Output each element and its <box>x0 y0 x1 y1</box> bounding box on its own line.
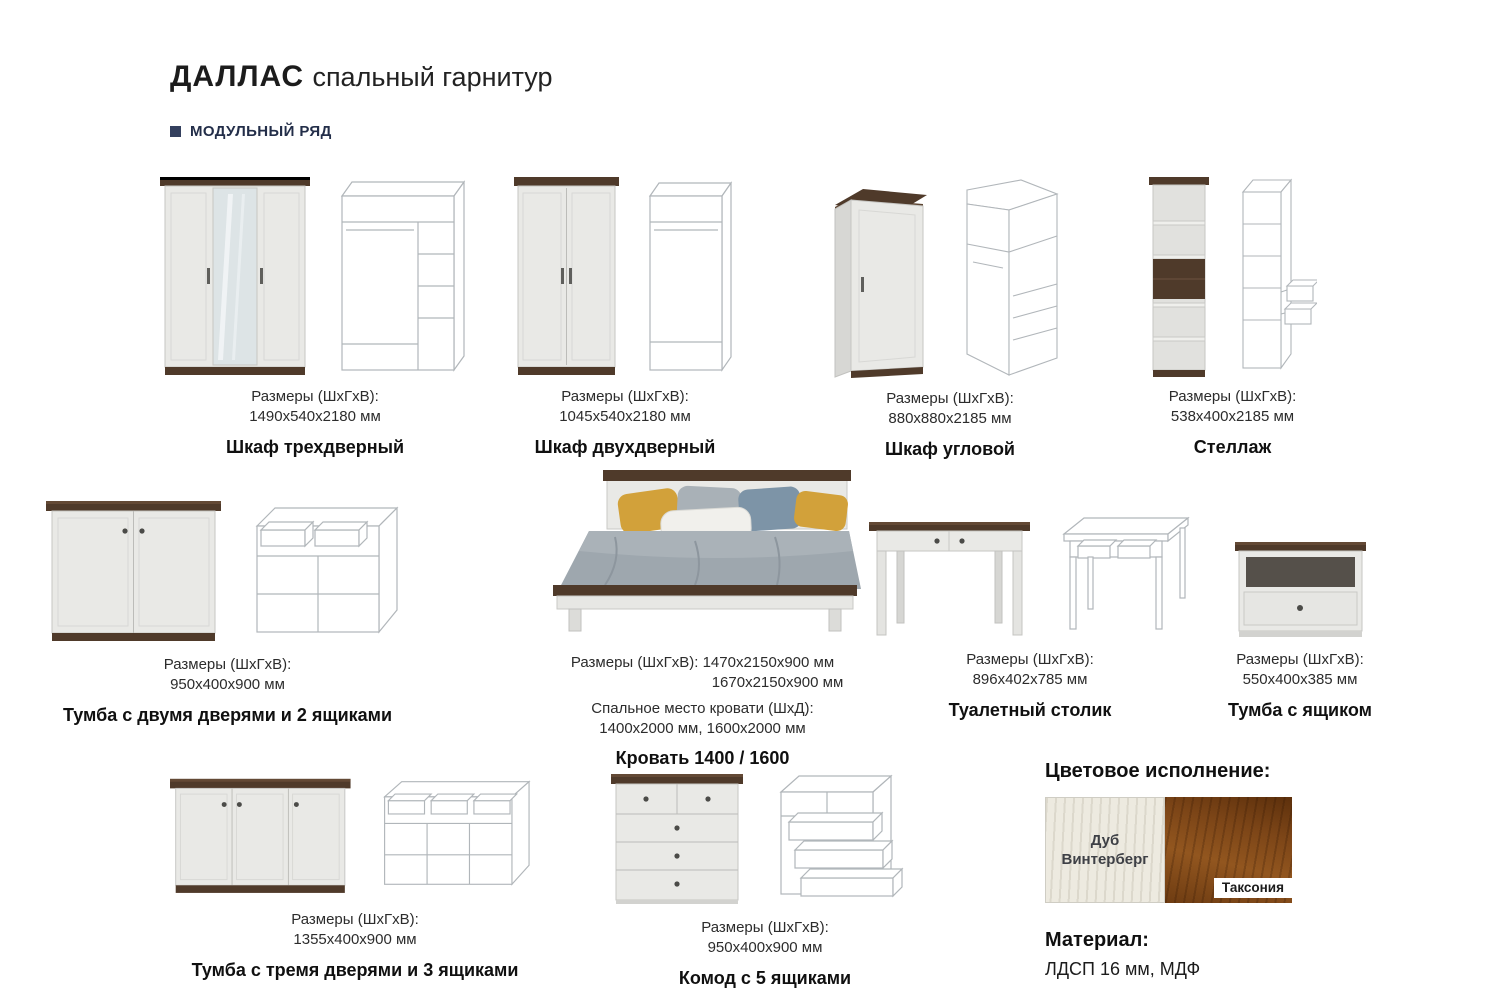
dims-text: Размеры (ШхГхВ): 550х400х385 мм <box>1210 650 1390 691</box>
product-corner-wardrobe: Размеры (ШхГхВ): 880х880х2185 мм Шкаф уг… <box>820 172 1080 460</box>
tumba-2door-illustrations <box>45 490 410 645</box>
product-name: Тумба с тремя дверями и 3 ящиками <box>191 959 519 980</box>
page-title: ДАЛЛАС <box>170 60 305 93</box>
dims-label: Размеры (ШхГхВ): <box>570 654 699 671</box>
dims-value: 950х400х900 мм <box>707 939 823 957</box>
product-tumba-2door: Размеры (ШхГхВ): 950х400х900 мм Тумба с … <box>45 490 410 726</box>
dims-value: 950х400х900 мм <box>170 676 285 694</box>
swatch-taxonia-label: Таксония <box>1213 878 1292 898</box>
product-name: Тумба с двумя дверями и 2 ящиками <box>62 704 393 725</box>
corner-wardrobe-illustrations <box>820 172 1080 379</box>
tumba-3door-render <box>170 778 351 893</box>
bed-illustrations <box>530 455 875 643</box>
product-name: Туалетный столик <box>948 699 1112 720</box>
dims-label: Размеры (ШхГхВ): <box>966 651 1094 668</box>
product-tumba-3door: Размеры (ШхГхВ): 1355х400х900 мм Тумба с… <box>170 765 540 981</box>
product-name: Шкаф угловой <box>885 438 1015 459</box>
dressing-table-wireframe <box>1062 516 1190 630</box>
wardrobe-2door-illustrations <box>500 172 750 377</box>
section-bullet-icon <box>170 126 181 137</box>
wardrobe-3door-render <box>159 177 310 375</box>
product-bed: Размеры (ШхГхВ): 1470х2150х900 мм 1670х2… <box>530 455 875 769</box>
tumba-3door-illustrations <box>170 765 540 900</box>
product-chest: Размеры (ШхГхВ): 950х400х900 мм Комод с … <box>595 758 935 989</box>
sleep-area-label: Спальное место кровати (ШхД): <box>591 699 814 717</box>
chest-wireframe <box>779 774 904 898</box>
dims-text: Размеры (ШхГхВ): 950х400х900 мм <box>45 655 410 696</box>
finish-block: Цветовое исполнение: Дуб Винтерберг Такс… <box>1045 760 1305 980</box>
page-header: ДАЛЛАС спальный гарнитур <box>170 60 552 94</box>
nightstand-illustrations <box>1210 528 1390 640</box>
shelving-render <box>1148 177 1209 377</box>
dims-label: Размеры (ШхГхВ): <box>886 390 1014 407</box>
sleep-area-value: 1400х2000 мм, 1600х2000 мм <box>599 719 806 737</box>
dims-label: Размеры (ШхГхВ): <box>701 919 829 936</box>
product-dressing-table: Размеры (ШхГхВ): 896х402х785 мм Туалетны… <box>855 500 1205 721</box>
tumba-2door-wireframe <box>255 506 399 634</box>
product-nightstand: Размеры (ШхГхВ): 550х400х385 мм Тумба с … <box>1210 528 1390 721</box>
wardrobe-3door-illustrations <box>150 172 480 377</box>
product-wardrobe-2door: Размеры (ШхГхВ): 1045х540х2180 мм Шкаф д… <box>500 172 750 458</box>
swatch-taxonia: Таксония <box>1165 797 1292 903</box>
bed-dims-text: Размеры (ШхГхВ): 1470х2150х900 мм 1670х2… <box>530 653 875 739</box>
dims-label: Размеры (ШхГхВ): <box>291 911 419 928</box>
dims-label: Размеры (ШхГхВ): <box>163 656 292 673</box>
corner-wardrobe-wireframe <box>966 179 1059 376</box>
dims-value: 538х400х2185 мм <box>1170 408 1295 426</box>
dims-text: Размеры (ШхГхВ): 950х400х900 мм <box>595 918 935 959</box>
product-name: Шкаф двухдверный <box>534 436 716 457</box>
dressing-table-illustrations <box>855 500 1205 640</box>
tumba-2door-render <box>46 501 221 641</box>
dims-label: Размеры (ШхГхВ): <box>561 388 689 405</box>
dims-value: 550х400х385 мм <box>1242 671 1358 689</box>
material-title: Материал: <box>1045 929 1149 951</box>
dims-label: Размеры (ШхГхВ): <box>1236 651 1364 668</box>
corner-wardrobe-render <box>834 189 927 378</box>
wardrobe-2door-render <box>513 177 619 375</box>
dims-value: 880х880х2185 мм <box>888 410 1012 428</box>
dims-text: Размеры (ШхГхВ): 1490х540х2180 мм <box>150 387 480 428</box>
dims-label: Размеры (ШхГхВ): <box>1168 388 1297 405</box>
bed-render <box>552 470 861 632</box>
dims-value: 896х402х785 мм <box>972 671 1088 689</box>
dims-value-2: 1670х2150х900 мм <box>711 674 844 692</box>
section-label: МОДУЛЬНЫЙ РЯД <box>190 123 332 140</box>
dims-value: 1355х400х900 мм <box>293 931 417 949</box>
shelving-wireframe <box>1241 178 1317 370</box>
dims-value: 1490х540х2180 мм <box>249 408 381 426</box>
product-name: Стеллаж <box>1193 436 1272 457</box>
product-name: Тумба с ящиком <box>1228 699 1372 720</box>
chest-render <box>611 774 743 904</box>
product-name: Кровать 1400 / 1600 <box>615 748 790 768</box>
dims-label: Размеры (ШхГхВ): <box>251 388 379 405</box>
dims-value-1: 1470х2150х900 мм <box>702 654 835 671</box>
product-name: Шкаф трехдверный <box>225 436 405 457</box>
dims-value: 1045х540х2180 мм <box>559 408 691 426</box>
tumba-3door-wireframe <box>382 780 531 886</box>
color-swatches: Дуб Винтерберг Таксония <box>1045 797 1292 903</box>
product-shelving: Размеры (ШхГхВ): 538х400х2185 мм Стеллаж <box>1115 172 1350 458</box>
product-name: Комод с 5 ящиками <box>678 967 852 988</box>
wardrobe-3door-wireframe <box>340 180 465 372</box>
page-subtitle: спальный гарнитур <box>312 62 553 92</box>
dims-text: Размеры (ШхГхВ): 538х400х2185 мм <box>1115 387 1350 428</box>
swatch-oak-winterberg: Дуб Винтерберг <box>1045 797 1165 903</box>
product-wardrobe-3door: Размеры (ШхГхВ): 1490х540х2180 мм Шкаф т… <box>150 172 480 458</box>
chest-illustrations <box>595 758 935 908</box>
dims-text: Размеры (ШхГхВ): 896х402х785 мм <box>855 650 1205 691</box>
nightstand-render <box>1234 542 1366 637</box>
dims-text: Размеры (ШхГхВ): 880х880х2185 мм <box>820 389 1080 430</box>
wardrobe-2door-wireframe <box>648 181 732 372</box>
dims-text: Размеры (ШхГхВ): 1355х400х900 мм <box>170 910 540 951</box>
section-header: МОДУЛЬНЫЙ РЯД <box>170 123 332 140</box>
shelving-illustrations <box>1115 172 1350 377</box>
material-value: ЛДСП 16 мм, МДФ <box>1045 959 1201 979</box>
finish-title: Цветовое исполнение: <box>1045 760 1271 782</box>
dims-text: Размеры (ШхГхВ): 1045х540х2180 мм <box>500 387 750 428</box>
dressing-table-render <box>869 522 1030 636</box>
